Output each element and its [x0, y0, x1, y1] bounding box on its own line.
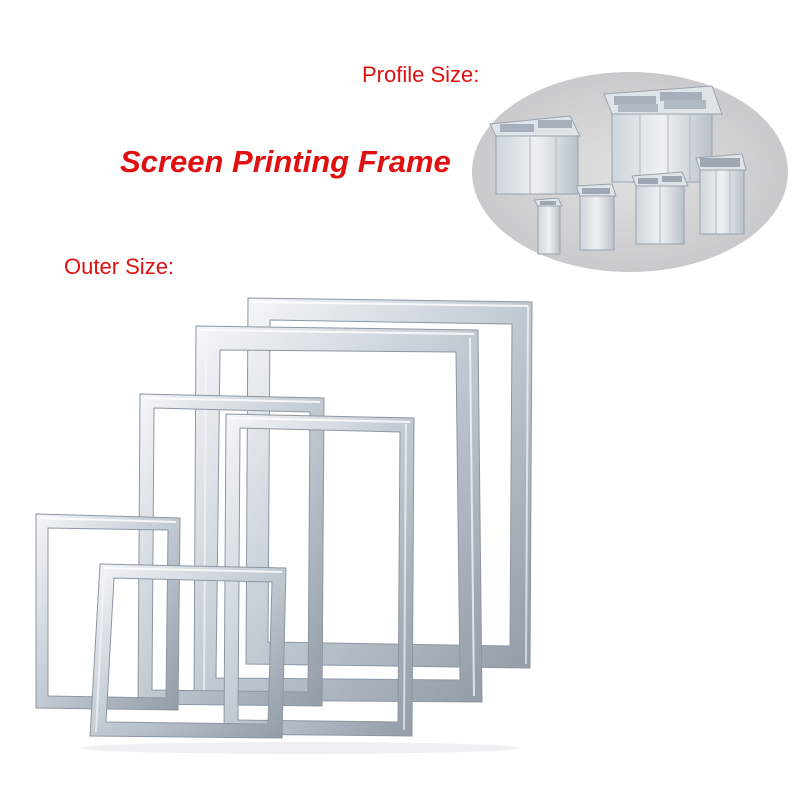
- profile-medium-4-chamber: [489, 115, 581, 195]
- profile-medium-tube: [575, 183, 617, 251]
- frame-small-back: [35, 513, 181, 711]
- profile-photo: [472, 72, 788, 272]
- profile-size-label: Profile Size:: [362, 62, 480, 87]
- frames-photo: [35, 297, 533, 754]
- profile-tall-tube: [695, 153, 747, 235]
- outer-size-label: Outer Size:: [64, 254, 175, 279]
- profile-double-tube: [631, 171, 689, 245]
- profile-small-tube: [533, 197, 563, 255]
- frame-small-front: [89, 563, 287, 739]
- frame-large-back: [245, 297, 533, 669]
- frame-medium-front: [223, 413, 415, 737]
- frame-medium-back: [137, 393, 325, 707]
- product-title: Screen Printing Frame: [120, 144, 451, 179]
- profile-large-4-chamber: [603, 85, 723, 183]
